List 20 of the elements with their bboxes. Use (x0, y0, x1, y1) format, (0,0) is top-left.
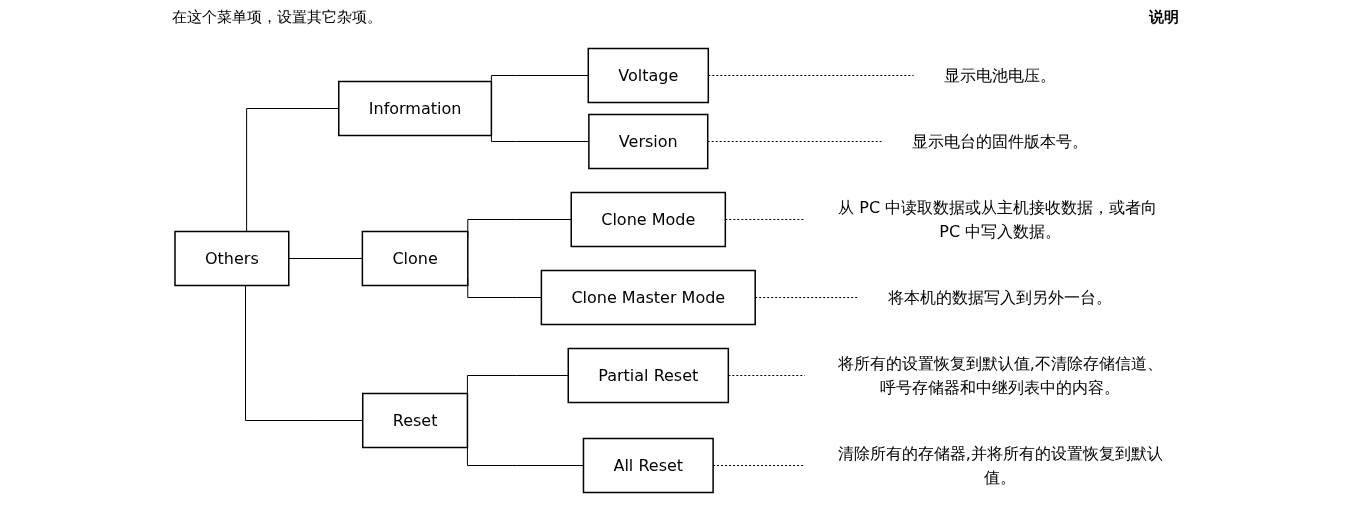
node-box: Clone Master Mode (541, 269, 757, 326)
node-box: Partial Reset (567, 347, 730, 404)
node-text: 从 PC 中读取数据或从主机接收数据，或者向 PC 中写入数据。 (838, 197, 1158, 241)
node-text: 将所有的设置恢复到默认值,不清除存储信道、呼号存储器和中继列表中的内容。 (838, 353, 1164, 397)
node-text: 显示电台的固件版本号。 (912, 131, 1089, 151)
node-text: 将本机的数据写入到另外一台。 (888, 287, 1113, 307)
node-text: 显示电池电压。 (944, 65, 1057, 85)
node-text: 清除所有的存储器,并将所有的设置恢复到默认值。 (838, 443, 1164, 487)
column-heading: 说明 (1149, 7, 1179, 27)
node-box: Information (338, 80, 493, 137)
menu-note: 在这个菜单项，设置其它杂项。 (172, 7, 382, 27)
connector (245, 285, 364, 421)
node-box: Clone Mode (570, 191, 727, 248)
node-box: Clone (362, 230, 469, 287)
connector (246, 108, 340, 232)
node-box: Voltage (587, 47, 710, 104)
node-box: Others (174, 230, 290, 287)
node-box: Version (588, 113, 709, 170)
node-box: Reset (362, 392, 469, 449)
node-box: All Reset (583, 437, 715, 494)
